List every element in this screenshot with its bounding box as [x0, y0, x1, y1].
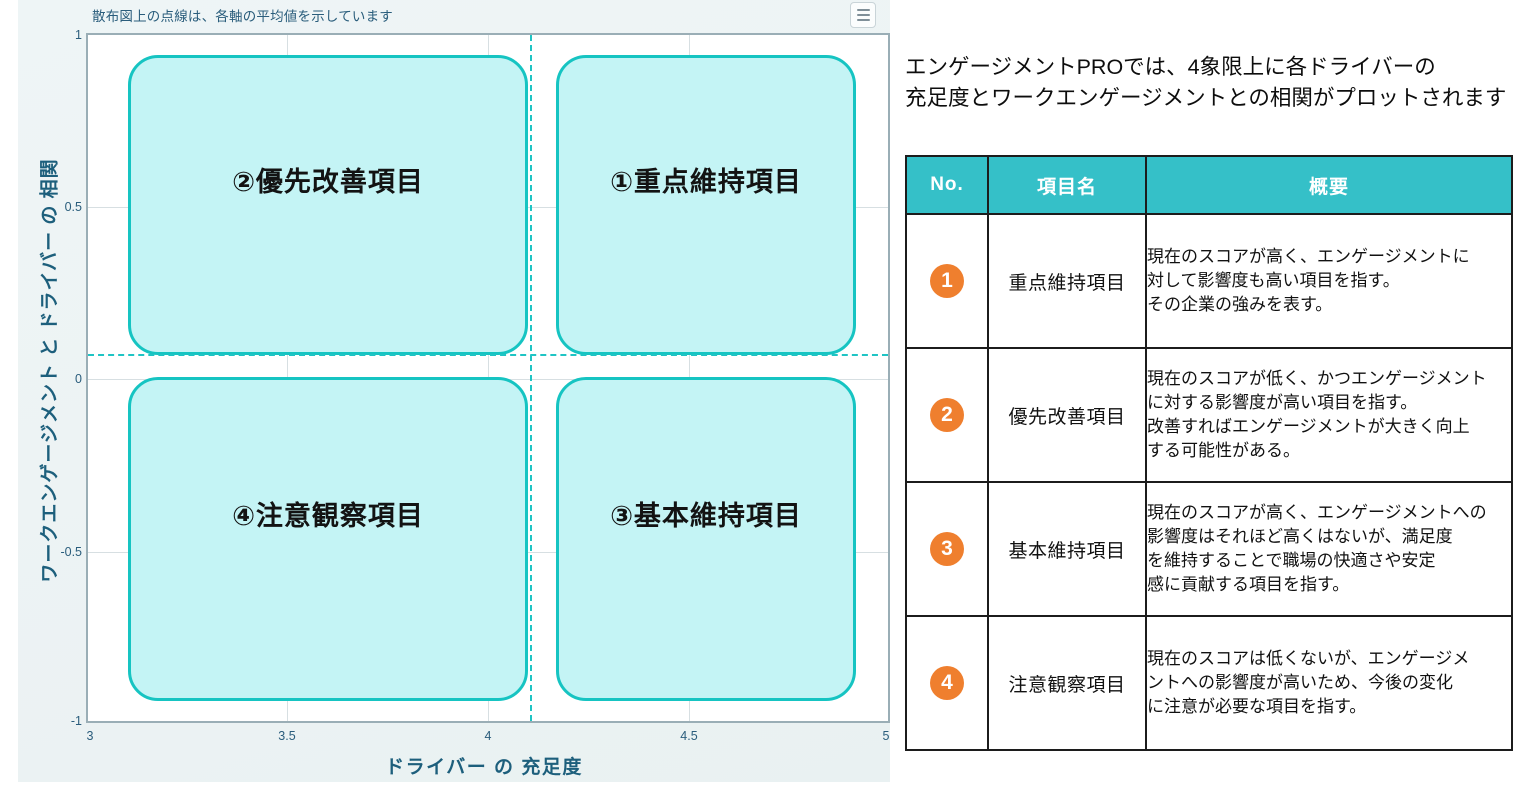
number-badge-icon: 3: [930, 532, 964, 566]
row-no-cell: 1: [905, 213, 989, 349]
desc-line: 現在のスコアが高く、エンゲージメントに: [1147, 246, 1470, 266]
table-row: 4 注意観察項目 現在のスコアは低くないが、エンゲージメ ントへの影響度が高いた…: [905, 615, 1513, 751]
row-name-cell: 基本維持項目: [987, 481, 1147, 617]
desc-line: に注意が必要な項目を指す。: [1147, 697, 1367, 717]
column-header-name: 項目名: [987, 155, 1147, 215]
hamburger-menu-icon[interactable]: [850, 2, 876, 28]
plot-area: ②優先改善項目 ①重点維持項目 ④注意観察項目 ③基本維持項目 1 0.5 0 …: [60, 28, 890, 743]
number-badge-icon: 1: [930, 264, 964, 298]
quadrant-chart-panel: 散布図上の点線は、各軸の平均値を示しています ワークエンゲージメント と ドライ…: [18, 0, 890, 782]
x-tick-5: 5: [882, 729, 890, 743]
desc-line: 感に貢献する項目を指す。: [1147, 575, 1350, 595]
row-no-cell: 3: [905, 481, 989, 617]
mean-line-horizontal: [88, 354, 888, 356]
x-tick-4.5: 4.5: [680, 729, 698, 743]
panel-heading: エンゲージメントPROでは、4象限上に各ドライバーの 充足度とワークエンゲージメ…: [905, 52, 1515, 114]
y-tick-0.5: 0.5: [64, 200, 82, 214]
row-name-cell: 優先改善項目: [987, 347, 1147, 483]
y-axis-title: ワークエンゲージメント と ドライバー の 相関: [28, 0, 68, 740]
row-name-cell: 注意観察項目: [987, 615, 1147, 751]
desc-line: を維持することで職場の快適さや安定: [1147, 551, 1436, 570]
column-header-desc: 概要: [1145, 155, 1513, 215]
desc-line: 改善すればエンゲージメントが大きく向上: [1147, 417, 1470, 436]
description-panel: エンゲージメントPROでは、4象限上に各ドライバーの 充足度とワークエンゲージメ…: [900, 0, 1521, 790]
quadrant-definition-table: No. 項目名 概要 1 重点維持項目 現在のスコアが高く、エンゲージメントに …: [905, 155, 1513, 751]
y-tick-0: 0: [75, 372, 82, 386]
panel-heading-line-2: 充足度とワークエンゲージメントとの相関がプロットされます: [905, 86, 1507, 111]
desc-line: ントへの影響度が高いため、今後の変化: [1147, 672, 1453, 692]
desc-line: する可能性がある。: [1147, 441, 1300, 461]
desc-line: に対する影響度が高い項目を指す。: [1147, 392, 1418, 412]
quadrant-label-3: ③基本維持項目: [610, 500, 802, 531]
number-badge-icon: 2: [930, 398, 964, 432]
table-row: 2 優先改善項目 現在のスコアが低く、かつエンゲージメント に対する影響度が高い…: [905, 347, 1513, 483]
panel-heading-line-1: エンゲージメントPROでは、4象限上に各ドライバーの: [905, 55, 1436, 79]
x-axis-title: ドライバー の 充足度: [385, 757, 583, 778]
desc-line: 現在のスコアは低くないが、エンゲージメ: [1147, 648, 1470, 668]
menu-line: [856, 14, 870, 16]
x-tick-3.5: 3.5: [278, 729, 296, 743]
quadrant-box-watch[interactable]: ④注意観察項目: [128, 377, 528, 701]
quadrant-label-4: ④注意観察項目: [232, 500, 424, 531]
quadrant-box-priority-improvement[interactable]: ②優先改善項目: [128, 55, 528, 355]
chart-caption: 散布図上の点線は、各軸の平均値を示しています: [92, 9, 393, 24]
row-no-cell: 2: [905, 347, 989, 483]
quadrant-box-key-maintain[interactable]: ①重点維持項目: [556, 55, 856, 355]
quadrant-label-1: ①重点維持項目: [610, 166, 802, 197]
table-row: 1 重点維持項目 現在のスコアが高く、エンゲージメントに 対して影響度も高い項目…: [905, 213, 1513, 349]
row-name-cell: 重点維持項目: [987, 213, 1147, 349]
y-tick--1: -1: [70, 714, 82, 728]
x-tick-3: 3: [86, 729, 94, 743]
desc-line: その企業の強みを表す。: [1147, 295, 1333, 315]
y-tick-1: 1: [75, 28, 82, 42]
desc-line: 現在のスコアが高く、エンゲージメントへの: [1147, 502, 1487, 522]
y-axis-title-text: ワークエンゲージメント と ドライバー の 相関: [39, 157, 61, 583]
desc-line: 対して影響度も高い項目を指す。: [1147, 270, 1400, 290]
quadrant-label-2: ②優先改善項目: [232, 166, 424, 197]
desc-line: 影響度はそれほど高くはないが、満足度: [1147, 526, 1453, 546]
row-desc-cell: 現在のスコアが高く、エンゲージメントへの 影響度はそれほど高くはないが、満足度 …: [1145, 481, 1513, 617]
number-badge-icon: 4: [930, 666, 964, 700]
desc-line: 現在のスコアが低く、かつエンゲージメント: [1147, 368, 1487, 388]
mean-line-vertical: [530, 35, 532, 721]
x-tick-4: 4: [484, 729, 492, 743]
column-header-no: No.: [905, 155, 989, 215]
row-no-cell: 4: [905, 615, 989, 751]
row-desc-cell: 現在のスコアは低くないが、エンゲージメ ントへの影響度が高いため、今後の変化 に…: [1145, 615, 1513, 751]
quadrant-box-basic-maintain[interactable]: ③基本維持項目: [556, 377, 856, 701]
table-row: 3 基本維持項目 現在のスコアが高く、エンゲージメントへの 影響度はそれほど高く…: [905, 481, 1513, 617]
menu-line: [856, 19, 870, 21]
row-desc-cell: 現在のスコアが低く、かつエンゲージメント に対する影響度が高い項目を指す。 改善…: [1145, 347, 1513, 483]
menu-line: [856, 9, 870, 11]
row-desc-cell: 現在のスコアが高く、エンゲージメントに 対して影響度も高い項目を指す。 その企業…: [1145, 213, 1513, 349]
table-header-row: No. 項目名 概要: [905, 155, 1513, 215]
y-tick--0.5: -0.5: [60, 545, 82, 559]
